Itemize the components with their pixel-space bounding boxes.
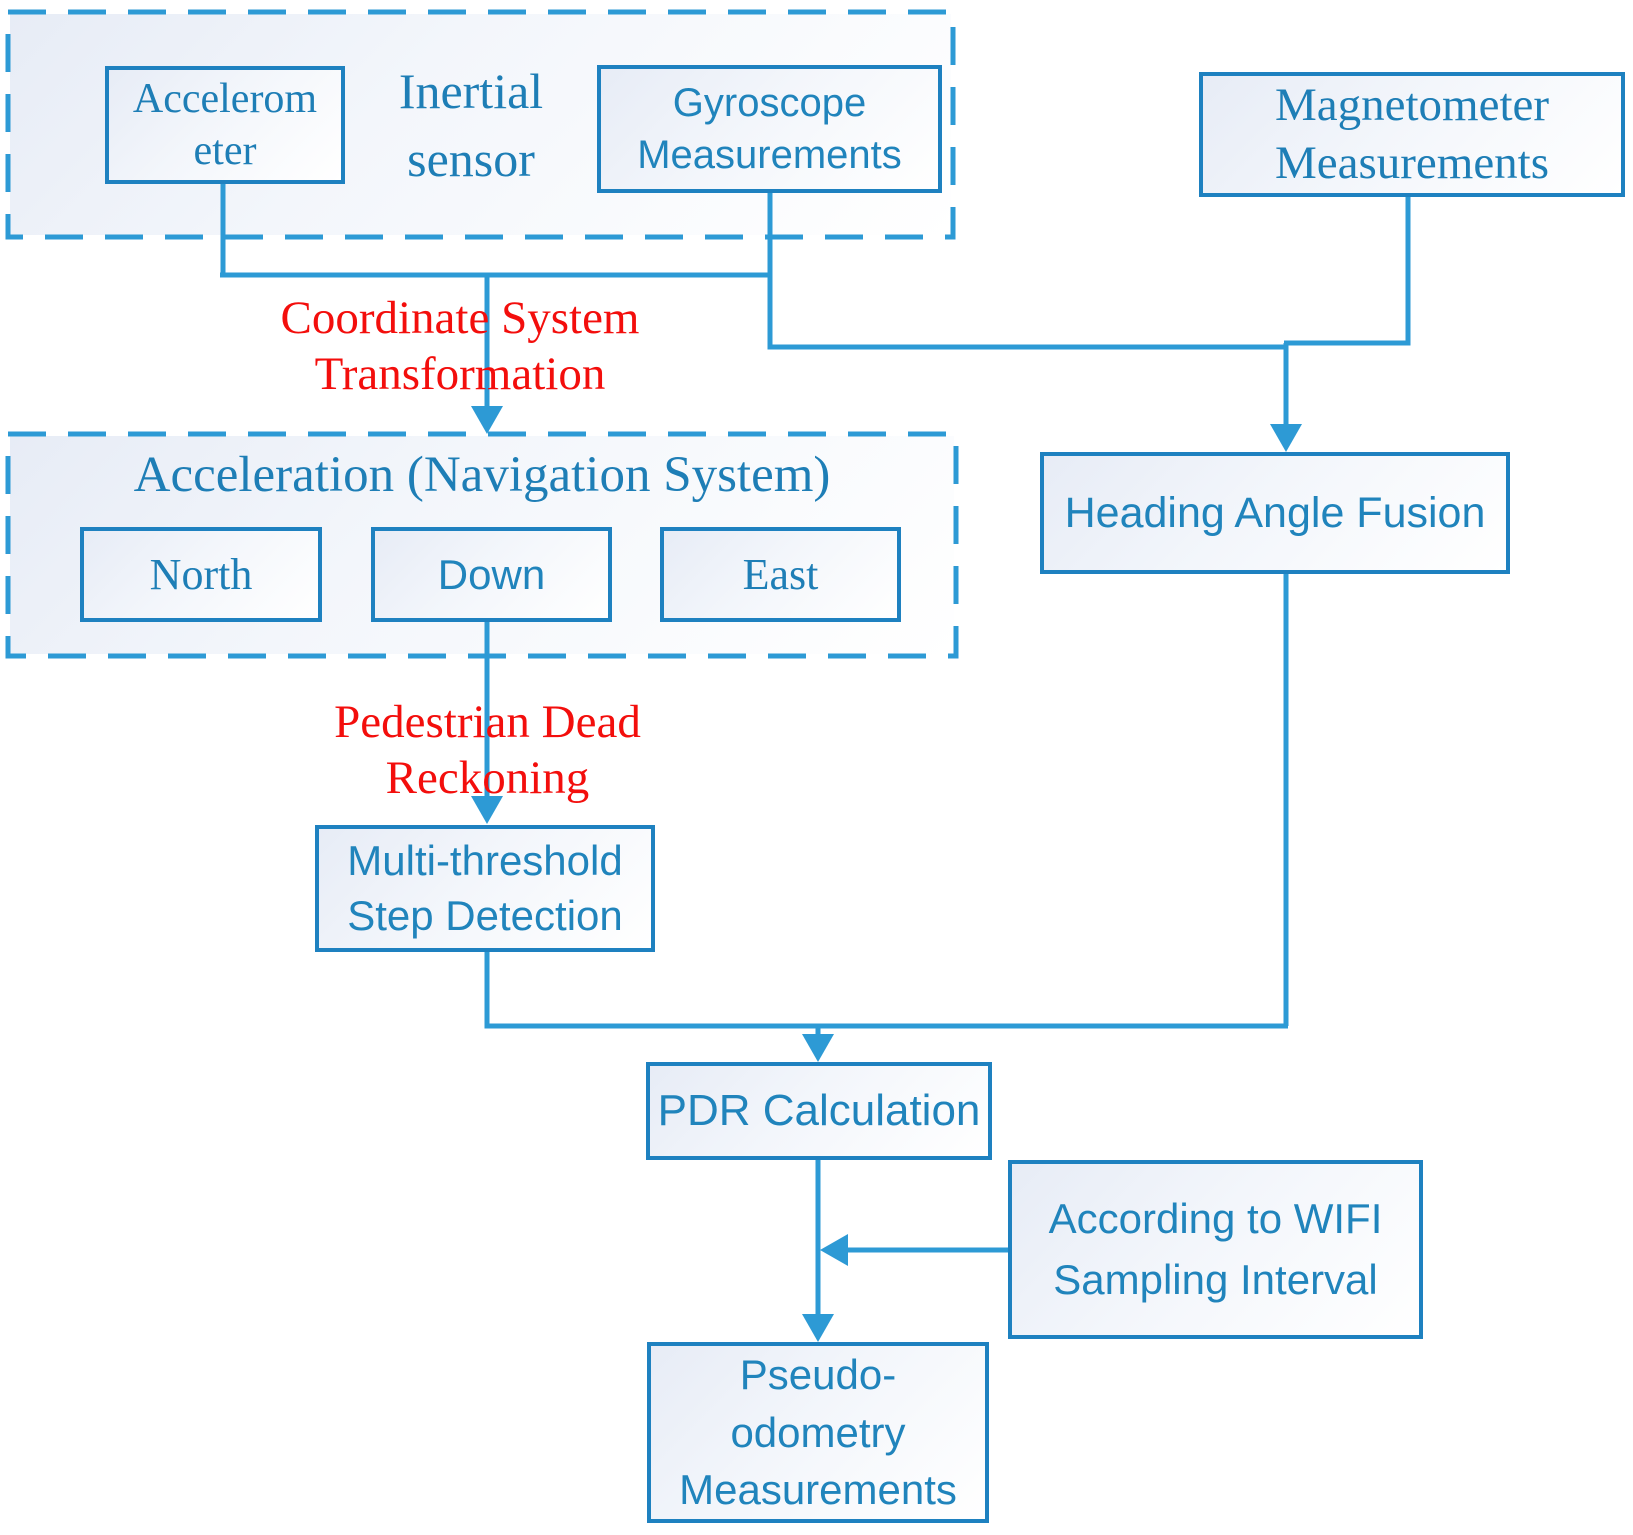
node-down-label: Down — [437, 550, 546, 598]
acceleration-group-border — [5, 431, 959, 659]
arrowhead-wifi-left — [820, 1234, 848, 1266]
coordinate-label-line2: Transformation — [314, 348, 606, 401]
node-gyroscope-line1: Gyroscope — [672, 81, 867, 125]
node-pdr-calculation-label: PDR Calculation — [657, 1086, 981, 1135]
node-east-label: East — [742, 550, 819, 599]
arrowhead-to-pdr — [802, 1034, 834, 1062]
pdr-label-line2: Reckoning — [385, 752, 590, 805]
node-wifi-line2: Sampling Interval — [1053, 1255, 1378, 1303]
label-pedestrian-dead-reckoning: Pedestrian Dead Reckoning — [260, 694, 715, 807]
node-pseudo-line3: Measurements — [679, 1466, 957, 1514]
node-magnetometer-line2: Measurements — [1274, 136, 1550, 189]
node-accelerometer-line2: eter — [193, 128, 257, 174]
edge-magnetometer-down — [1284, 197, 1411, 346]
inertial-label-line1: Inertial — [398, 63, 544, 119]
node-north: North — [80, 527, 322, 622]
inertial-sensor-group-label: Inertial sensor — [345, 58, 597, 193]
node-magnetometer: Magnetometer Measurements — [1199, 72, 1625, 197]
edge-gyro-to-fusion — [767, 193, 1288, 350]
node-accelerometer: Accelerom eter — [105, 66, 345, 184]
node-multi-threshold-step-detection: Multi-threshold Step Detection — [315, 825, 655, 952]
node-magnetometer-line1: Magnetometer — [1274, 79, 1550, 132]
node-north-label: North — [149, 550, 253, 599]
node-multi-threshold-line2: Step Detection — [347, 891, 623, 939]
arrowhead-to-step-detection — [471, 796, 503, 824]
label-coordinate-system-transformation: Coordinate System Transformation — [230, 290, 690, 403]
edge-step-to-pdr-bus — [484, 952, 1288, 1029]
node-accelerometer-line1: Accelerom — [132, 75, 318, 122]
node-heading-angle-fusion-label: Heading Angle Fusion — [1064, 488, 1486, 537]
node-pdr-calculation: PDR Calculation — [646, 1062, 992, 1160]
inertial-sensor-group-border — [5, 9, 956, 240]
node-pseudo-line2: odometry — [730, 1408, 906, 1456]
node-pseudo-odometry: Pseudo- odometry Measurements — [647, 1342, 989, 1523]
acceleration-title-text: Acceleration (Navigation System) — [133, 447, 831, 503]
coordinate-label-line1: Coordinate System — [280, 292, 640, 344]
node-gyroscope-line2: Measurements — [637, 133, 902, 177]
node-east: East — [660, 527, 901, 622]
arrowhead-to-pseudo — [802, 1314, 834, 1342]
node-heading-angle-fusion: Heading Angle Fusion — [1040, 452, 1510, 574]
node-gyroscope: Gyroscope Measurements — [597, 65, 942, 193]
node-multi-threshold-line1: Multi-threshold — [347, 836, 623, 884]
arrowhead-to-heading-fusion — [1270, 424, 1302, 452]
node-wifi-line1: According to WIFI — [1048, 1194, 1383, 1242]
node-down: Down — [371, 527, 612, 622]
arrowhead-to-acceleration — [471, 406, 503, 434]
node-pseudo-line1: Pseudo- — [739, 1350, 897, 1398]
pdr-label-line1: Pedestrian Dead — [334, 696, 641, 748]
acceleration-group-title: Acceleration (Navigation System) — [10, 446, 954, 504]
node-wifi-sampling-interval: According to WIFI Sampling Interval — [1008, 1160, 1423, 1339]
inertial-label-line2: sensor — [407, 130, 535, 187]
